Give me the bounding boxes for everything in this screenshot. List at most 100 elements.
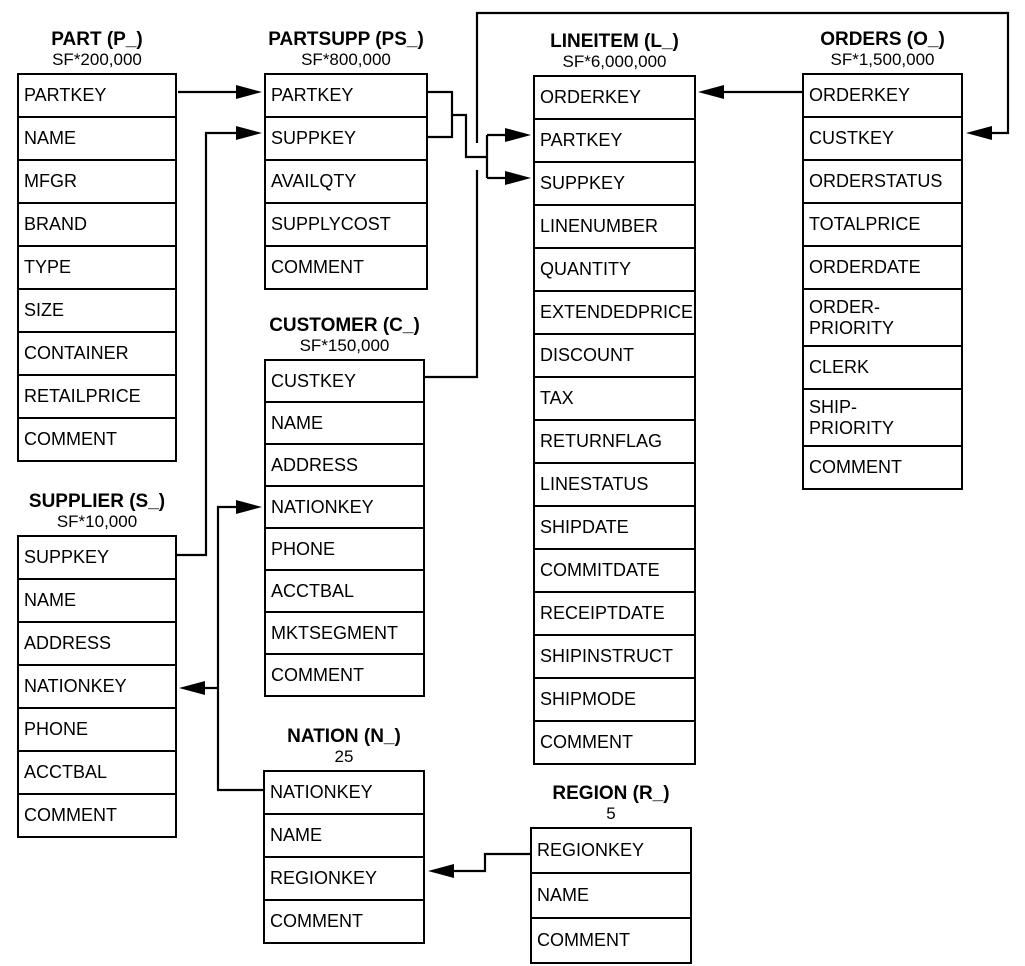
fk-line [425, 170, 479, 379]
table-cardinality: SF*6,000,000 [562, 52, 667, 71]
arrowhead [236, 85, 262, 99]
table-title: NATION (N_) [287, 726, 401, 747]
table-title: REGION (R_) [552, 783, 670, 804]
field-row-order-priority: ORDER- PRIORITY [804, 288, 961, 345]
arrowhead [236, 500, 262, 514]
fk-line [177, 131, 240, 557]
field-row-clerk: CLERK [804, 345, 961, 388]
table-cardinality: SF*1,500,000 [830, 50, 935, 69]
field-row-container: CONTAINER [19, 331, 175, 374]
field-row-discount: DISCOUNT [535, 333, 694, 376]
table-cardinality: SF*150,000 [299, 336, 390, 355]
fk-line [452, 113, 487, 159]
field-row-shipinstruct: SHIPINSTRUCT [535, 634, 694, 677]
table-title: ORDERS (O_) [820, 29, 945, 50]
table-cardinality: SF*10,000 [56, 512, 138, 531]
fk-line [428, 90, 454, 139]
field-row-extendedprice: EXTENDEDPRICE [535, 290, 694, 333]
field-row-name: NAME [266, 401, 423, 443]
table-title: LINEITEM (L_) [550, 31, 679, 52]
table-title: PART (P_) [51, 29, 143, 50]
field-row-shipdate: SHIPDATE [535, 505, 694, 548]
field-row-mktsegment: MKTSEGMENT [266, 611, 423, 653]
fk-line [216, 505, 263, 792]
fk-region-nation [428, 852, 530, 878]
field-row-retailprice: RETAILPRICE [19, 374, 175, 417]
table-cardinality: 25 [334, 747, 354, 766]
arrowhead [698, 85, 724, 99]
field-row-name: NAME [19, 578, 175, 621]
field-row-receiptdate: RECEIPTDATE [535, 591, 694, 634]
field-row-comment: COMMENT [19, 793, 175, 836]
fk-orders-lineitem [698, 85, 802, 99]
fk-supplier-partsupp [177, 126, 262, 557]
field-row-comment: COMMENT [532, 917, 690, 962]
field-row-name: NAME [532, 872, 690, 917]
field-row-tax: TAX [535, 376, 694, 419]
field-row-nationkey: NATIONKEY [266, 485, 423, 527]
field-row-commitdate: COMMITDATE [535, 548, 694, 591]
field-row-brand: BRAND [19, 202, 175, 245]
fk-partsupp-lineitem [428, 90, 531, 185]
field-row-type: TYPE [19, 245, 175, 288]
table-cardinality: 5 [606, 804, 616, 823]
field-row-comment: COMMENT [266, 245, 426, 288]
field-row-regionkey: REGIONKEY [265, 856, 423, 899]
field-row-orderstatus: ORDERSTATUS [804, 159, 961, 202]
field-row-partkey: PARTKEY [535, 118, 694, 161]
fk-part-partsupp [178, 85, 262, 99]
table-title: SUPPLIER (S_) [28, 491, 166, 512]
field-row-size: SIZE [19, 288, 175, 331]
field-row-acctbal: ACCTBAL [19, 750, 175, 793]
field-row-name: NAME [19, 116, 175, 159]
field-row-comment: COMMENT [266, 653, 423, 695]
fk-nation-customer-supplier [179, 500, 263, 792]
field-row-suppkey: SUPPKEY [24, 547, 110, 567]
arrowhead [236, 126, 262, 140]
field-row-address: ADDRESS [266, 443, 423, 485]
field-row-custkey: CUSTKEY [804, 116, 961, 159]
field-row-partkey: PARTKEY [24, 85, 107, 105]
field-row-comment: COMMENT [804, 445, 961, 488]
arrowhead [428, 864, 454, 878]
table-cardinality: SF*200,000 [52, 50, 142, 69]
field-row-quantity: QUANTITY [535, 247, 694, 290]
field-row-phone: PHONE [19, 707, 175, 750]
table-title: PARTSUPP (PS_) [268, 29, 424, 50]
field-row-address: ADDRESS [19, 621, 175, 664]
field-row-regionkey: REGIONKEY [537, 840, 645, 860]
field-row-shipmode: SHIPMODE [535, 677, 694, 720]
field-row-phone: PHONE [266, 527, 423, 569]
field-row-custkey: CUSTKEY [271, 370, 357, 391]
arrowhead [179, 681, 205, 695]
arrowhead [966, 126, 992, 140]
field-row-acctbal: ACCTBAL [266, 569, 423, 611]
table-title: CUSTOMER (C_) [269, 315, 420, 336]
field-row-comment: COMMENT [265, 899, 423, 942]
field-row-nationkey: NATIONKEY [270, 782, 373, 802]
field-row-availqty: AVAILQTY [266, 159, 426, 202]
field-row-ship-priority: SHIP- PRIORITY [804, 388, 961, 445]
field-row-orderdate: ORDERDATE [804, 245, 961, 288]
field-row-partkey: PARTKEY [271, 85, 354, 105]
field-row-suppkey: SUPPKEY [266, 116, 426, 159]
field-row-orderkey: ORDERKEY [540, 87, 642, 107]
arrowhead [505, 171, 531, 185]
field-row-comment: COMMENT [19, 417, 175, 460]
field-row-orderkey: ORDERKEY [809, 85, 911, 105]
table-cardinality: SF*800,000 [301, 50, 391, 69]
arrowhead [505, 128, 531, 142]
field-row-mfgr: MFGR [19, 159, 175, 202]
field-row-name: NAME [265, 813, 423, 856]
field-row-comment: COMMENT [535, 720, 694, 763]
field-row-suppkey: SUPPKEY [535, 161, 694, 204]
